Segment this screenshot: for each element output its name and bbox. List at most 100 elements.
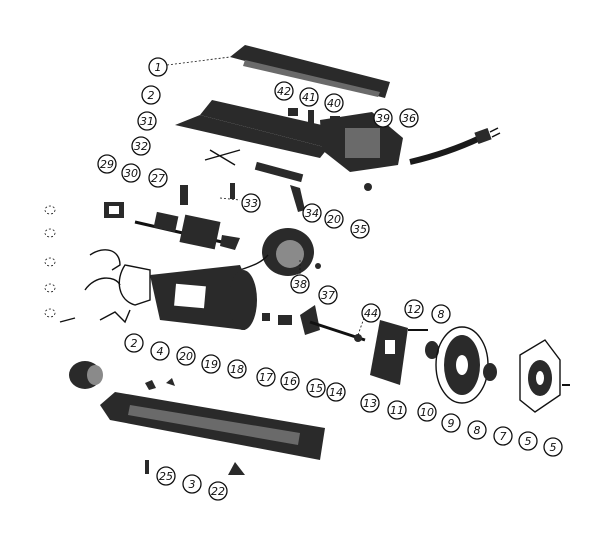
callout-number: 20	[327, 213, 341, 226]
callout-number: 12	[407, 303, 421, 316]
callout-circle	[227, 359, 247, 379]
callout-circle	[324, 209, 344, 229]
motor-body	[118, 264, 257, 330]
callout-c5b: 5	[543, 437, 563, 457]
callout-c5a: 5	[518, 431, 538, 451]
callout-number: 35	[353, 223, 367, 236]
callout-circle	[493, 426, 513, 446]
callout-c8b: 8	[467, 420, 487, 440]
callout-number: 29	[100, 158, 114, 171]
callout-c38: 38	[290, 274, 310, 294]
callout-circle	[417, 402, 437, 422]
callout-c8a: 8	[431, 304, 451, 324]
callout-c4: 4	[150, 341, 170, 361]
shaft-assembly	[262, 305, 366, 342]
callout-number: 41	[302, 91, 316, 104]
callout-c9: 9	[441, 413, 461, 433]
callout-circle	[360, 393, 380, 413]
callout-number: 8	[438, 308, 445, 321]
lower-housing	[100, 378, 325, 475]
callout-c31: 31	[137, 111, 157, 131]
callout-number: 14	[329, 386, 343, 399]
callout-number: 13	[363, 397, 377, 410]
callout-c41: 41	[299, 87, 319, 107]
callout-number: 16	[283, 375, 297, 388]
callout-number: 30	[124, 167, 138, 180]
callout-circle	[121, 163, 141, 183]
callout-number: 39	[376, 112, 390, 125]
end-plate	[519, 339, 570, 413]
callout-c2a: 2	[141, 85, 161, 105]
callout-number: 8	[474, 424, 481, 437]
callout-c30: 30	[121, 163, 141, 183]
callout-number: 11	[390, 404, 404, 417]
callout-circle	[361, 303, 381, 323]
callout-circle	[124, 333, 144, 353]
callout-circle	[318, 285, 338, 305]
callout-number: 31	[140, 115, 154, 128]
callout-number: 3	[189, 478, 196, 491]
callout-circle	[137, 111, 157, 131]
callout-circle	[208, 481, 228, 501]
brush-tube	[69, 361, 103, 389]
callout-circle	[324, 93, 344, 113]
callout-number: 4	[157, 345, 164, 358]
callout-c20b: 20	[176, 346, 196, 366]
callout-circle	[201, 354, 221, 374]
callout-number: 27	[151, 172, 165, 185]
callout-c11: 11	[387, 400, 407, 420]
callout-number: 2	[148, 89, 155, 102]
callout-circle	[350, 219, 370, 239]
callout-circle	[399, 108, 419, 128]
callout-c13: 13	[360, 393, 380, 413]
callout-c19: 19	[201, 354, 221, 374]
callout-circle	[141, 85, 161, 105]
callout-circle	[302, 203, 322, 223]
callout-number: 7	[500, 430, 507, 443]
callout-circle	[326, 382, 346, 402]
callout-c34: 34	[302, 203, 322, 223]
callout-circle	[441, 413, 461, 433]
field-housing	[239, 228, 321, 276]
callout-number: 37	[321, 289, 335, 302]
callout-c14: 14	[326, 382, 346, 402]
upper-housing	[175, 100, 403, 172]
callout-circle	[148, 57, 168, 77]
callout-c17: 17	[256, 367, 276, 387]
callout-c15a: 15	[306, 378, 326, 398]
top-housing-cover	[230, 45, 390, 98]
bracket-wire	[59, 249, 131, 324]
callout-circle	[373, 108, 393, 128]
callout-c36: 36	[399, 108, 419, 128]
callout-c22: 22	[208, 481, 228, 501]
left-leader-column	[44, 205, 56, 318]
callout-number: 1	[155, 61, 162, 74]
callout-c40: 40	[324, 93, 344, 113]
brush-cap	[104, 202, 124, 218]
callout-number: 42	[277, 85, 291, 98]
callout-circle	[156, 466, 176, 486]
callout-number: 2	[131, 337, 138, 350]
callout-c16: 16	[280, 371, 300, 391]
switch-parts	[180, 108, 372, 212]
callout-circle	[274, 81, 294, 101]
callout-circle	[241, 193, 261, 213]
callout-circle	[518, 431, 538, 451]
callout-c2b: 2	[124, 333, 144, 353]
callout-c29: 29	[97, 154, 117, 174]
callout-circle	[150, 341, 170, 361]
callout-c1: 1	[148, 57, 168, 77]
power-cord	[409, 127, 501, 165]
callout-circle	[280, 371, 300, 391]
callout-number: 9	[448, 417, 455, 430]
armature	[134, 211, 240, 250]
callout-number: 40	[327, 97, 341, 110]
gear-bracket	[370, 320, 428, 385]
callout-circle	[182, 474, 202, 494]
callout-circle	[431, 304, 451, 324]
callout-number: 36	[402, 112, 416, 125]
callout-circle	[290, 274, 310, 294]
callout-circle	[148, 168, 168, 188]
